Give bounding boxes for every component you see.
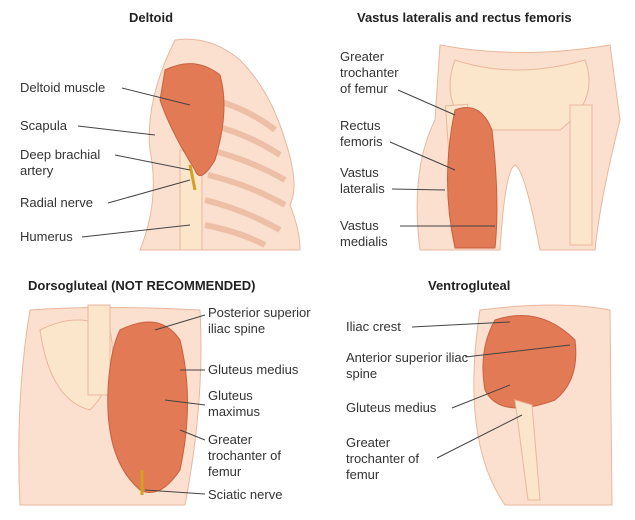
label-scapula: Scapula: [20, 118, 67, 133]
label-deltoid-muscle: Deltoid muscle: [20, 80, 106, 95]
label-radial-nerve: Radial nerve: [20, 195, 93, 210]
dorsogluteal-title: Dorsogluteal (NOT RECOMMENDED): [28, 278, 256, 293]
label-iliac-crest: Iliac crest: [346, 319, 401, 334]
label-deep-brachial-artery: Deep brachial artery: [20, 147, 101, 178]
label-ventro-greater-trochanter: Greater trochanter of femur: [346, 435, 419, 482]
label-greater-trochanter: Greater trochanter of femur: [340, 49, 399, 96]
deltoid-title: Deltoid: [129, 10, 174, 25]
label-ventro-gluteus-medius: Gluteus medius: [346, 400, 437, 415]
ventrogluteal-title: Ventrogluteal: [428, 278, 511, 293]
label-rectus-femoris: Rectus femoris: [340, 118, 383, 149]
leader-lines: [77, 87, 571, 495]
dorsogluteal-illustration: [18, 304, 202, 506]
ventrogluteal-illustration: [473, 304, 613, 506]
label-psis: Posterior superior iliac spine: [208, 305, 311, 336]
label-dorso-greater-trochanter: Greater trochanter of femur: [208, 432, 281, 479]
label-gluteus-maximus: Gluteus maximus: [208, 388, 261, 419]
label-vastus-lateralis: Vastus lateralis: [340, 165, 385, 196]
vastus-title: Vastus lateralis and rectus femoris: [357, 10, 572, 25]
deltoid-illustration: [139, 38, 301, 251]
label-asis: Anterior superior iliac spine: [346, 350, 469, 381]
label-sciatic-nerve: Sciatic nerve: [208, 487, 283, 502]
label-vastus-medialis: Vastus medialis: [340, 218, 388, 249]
label-humerus: Humerus: [20, 229, 73, 244]
thigh-illustration: [416, 44, 621, 251]
label-gluteus-medius: Gluteus medius: [208, 362, 299, 377]
